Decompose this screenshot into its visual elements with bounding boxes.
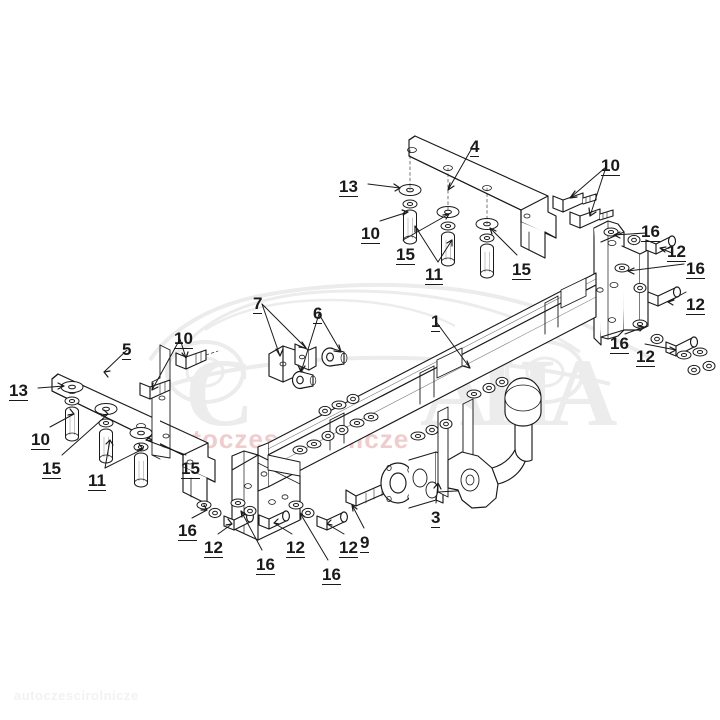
callout-12-b3: 12 [339,538,358,558]
callout-16-b3: 16 [322,565,341,585]
bracket-washer-cluster-right [676,347,716,376]
part-3-socket-plate [380,451,444,509]
callout-10-bl: 10 [31,430,50,450]
callout-15-d: 15 [181,459,200,479]
callout-16-b1: 16 [178,521,197,541]
callout-16-b2: 16 [256,555,275,575]
callout-15-a: 15 [396,245,415,265]
part-5-lower-mounting-rail [51,344,216,505]
callout-9: 9 [360,533,370,553]
callout-15-c: 15 [42,459,61,479]
callout-3: 3 [431,508,441,528]
part-6-spacer-bush-b [291,370,317,390]
hardware-stack-4a [398,149,422,245]
callout-15-b: 15 [512,260,531,280]
part-1-main-cross-beam [257,272,597,492]
bottom-bolt-row-b2 [230,498,290,530]
callout-12-b2: 12 [286,538,305,558]
watermark-letter-a2: A [548,339,617,446]
callout-11-bl: 11 [88,471,106,491]
callout-11-top: 11 [425,265,443,285]
callout-4: 4 [470,137,480,157]
callout-13-top: 13 [339,177,358,197]
hardware-stack-4b [436,167,460,267]
callout-13-left: 13 [9,381,28,401]
part-4-upper-mounting-rail [407,135,557,259]
callout-12-b1: 12 [204,538,223,558]
callout-5: 5 [122,340,132,360]
callout-12-r2: 12 [686,295,705,315]
callout-10-left: 10 [361,224,380,244]
callout-16-r2: 16 [686,259,705,279]
callout-1: 1 [431,312,441,332]
part-7-side-bracket [268,343,317,383]
callout-12-r3: 12 [636,347,655,367]
bracket-bolt-row-r1 [603,227,677,255]
callout-7: 7 [253,294,263,314]
callout-10-top: 10 [601,156,620,176]
part-10-bolt-mid-a [175,349,219,370]
part-10-bolt-mid-b [139,379,171,400]
callout-12-tr: 12 [667,242,686,262]
callout-10-mid: 10 [174,329,193,349]
callout-16-tr: 16 [641,222,660,242]
hardware-stack-5c [129,426,153,488]
callout-16-r3: 16 [610,334,629,354]
callout-6: 6 [313,304,323,324]
tow-ball-assembly [410,376,542,509]
hardware-stack-4c [475,187,499,279]
corner-watermark-text: autoczescirolnicze [14,688,139,703]
